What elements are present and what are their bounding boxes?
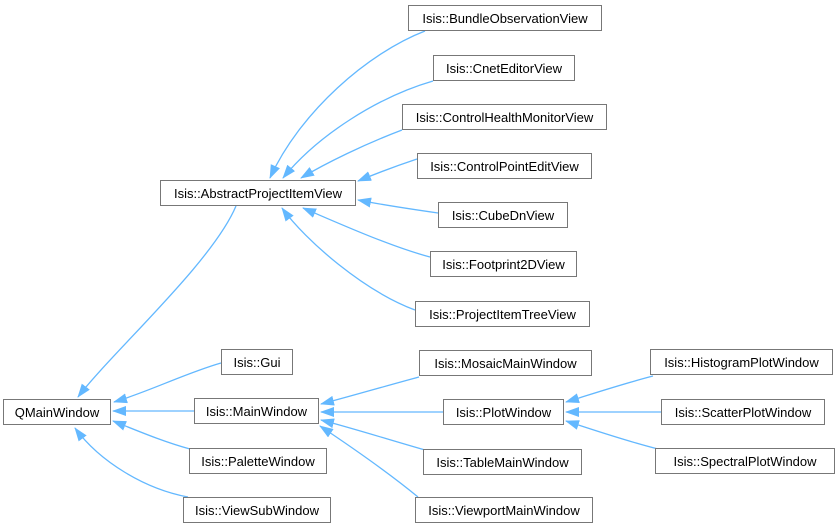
- class-node-bundle-observation-view[interactable]: Isis::BundleObservationView: [408, 5, 602, 31]
- edge-histogram-plot-window-to-plot-window: [565, 375, 654, 403]
- edge-palette-window-to-qmainwindow: [112, 420, 191, 450]
- class-node-spectral-plot-window[interactable]: Isis::SpectralPlotWindow: [655, 448, 835, 474]
- class-node-view-sub-window[interactable]: Isis::ViewSubWindow: [183, 497, 331, 523]
- class-node-histogram-plot-window[interactable]: Isis::HistogramPlotWindow: [650, 349, 833, 375]
- class-node-gui[interactable]: Isis::Gui: [221, 349, 293, 375]
- edge-viewport-main-window-to-main-window: [319, 425, 419, 498]
- edge-mosaic-main-window-to-main-window: [320, 376, 420, 406]
- class-node-main-window[interactable]: Isis::MainWindow: [194, 398, 319, 424]
- edge-cube-dn-view-to-abstract-project-item-view: [357, 197, 439, 214]
- edge-footprint-2d-view-to-abstract-project-item-view: [302, 207, 431, 258]
- class-node-table-main-window[interactable]: Isis::TableMainWindow: [423, 449, 582, 475]
- edge-spectral-plot-window-to-plot-window: [565, 420, 659, 450]
- class-node-viewport-main-window[interactable]: Isis::ViewportMainWindow: [415, 497, 593, 523]
- edge-bundle-observation-view-to-abstract-project-item-view: [269, 30, 426, 179]
- class-node-footprint-2d-view[interactable]: Isis::Footprint2DView: [430, 251, 577, 277]
- edge-project-item-tree-view-to-abstract-project-item-view: [281, 207, 416, 311]
- class-node-cnet-editor-view[interactable]: Isis::CnetEditorView: [433, 55, 575, 81]
- class-node-abstract-project-item-view[interactable]: Isis::AbstractProjectItemView: [160, 180, 356, 206]
- edge-abstract-project-item-view-to-qmainwindow: [77, 205, 237, 398]
- edge-table-main-window-to-main-window: [320, 418, 426, 451]
- class-node-scatter-plot-window[interactable]: Isis::ScatterPlotWindow: [661, 399, 825, 425]
- edge-gui-to-qmainwindow: [113, 362, 222, 404]
- class-node-project-item-tree-view[interactable]: Isis::ProjectItemTreeView: [415, 301, 590, 327]
- class-node-palette-window[interactable]: Isis::PaletteWindow: [189, 448, 327, 474]
- class-node-control-point-edit-view[interactable]: Isis::ControlPointEditView: [417, 153, 592, 179]
- edge-cnet-editor-view-to-abstract-project-item-view: [282, 80, 434, 179]
- edge-control-point-edit-view-to-abstract-project-item-view: [357, 158, 418, 182]
- class-node-control-health-monitor-view[interactable]: Isis::ControlHealthMonitorView: [402, 104, 607, 130]
- edge-control-health-monitor-view-to-abstract-project-item-view: [300, 129, 403, 179]
- edge-view-sub-window-to-qmainwindow: [74, 427, 189, 498]
- class-node-mosaic-main-window[interactable]: Isis::MosaicMainWindow: [419, 350, 592, 376]
- class-node-qmainwindow: QMainWindow: [3, 399, 111, 425]
- class-node-plot-window[interactable]: Isis::PlotWindow: [443, 399, 564, 425]
- class-node-cube-dn-view[interactable]: Isis::CubeDnView: [438, 202, 568, 228]
